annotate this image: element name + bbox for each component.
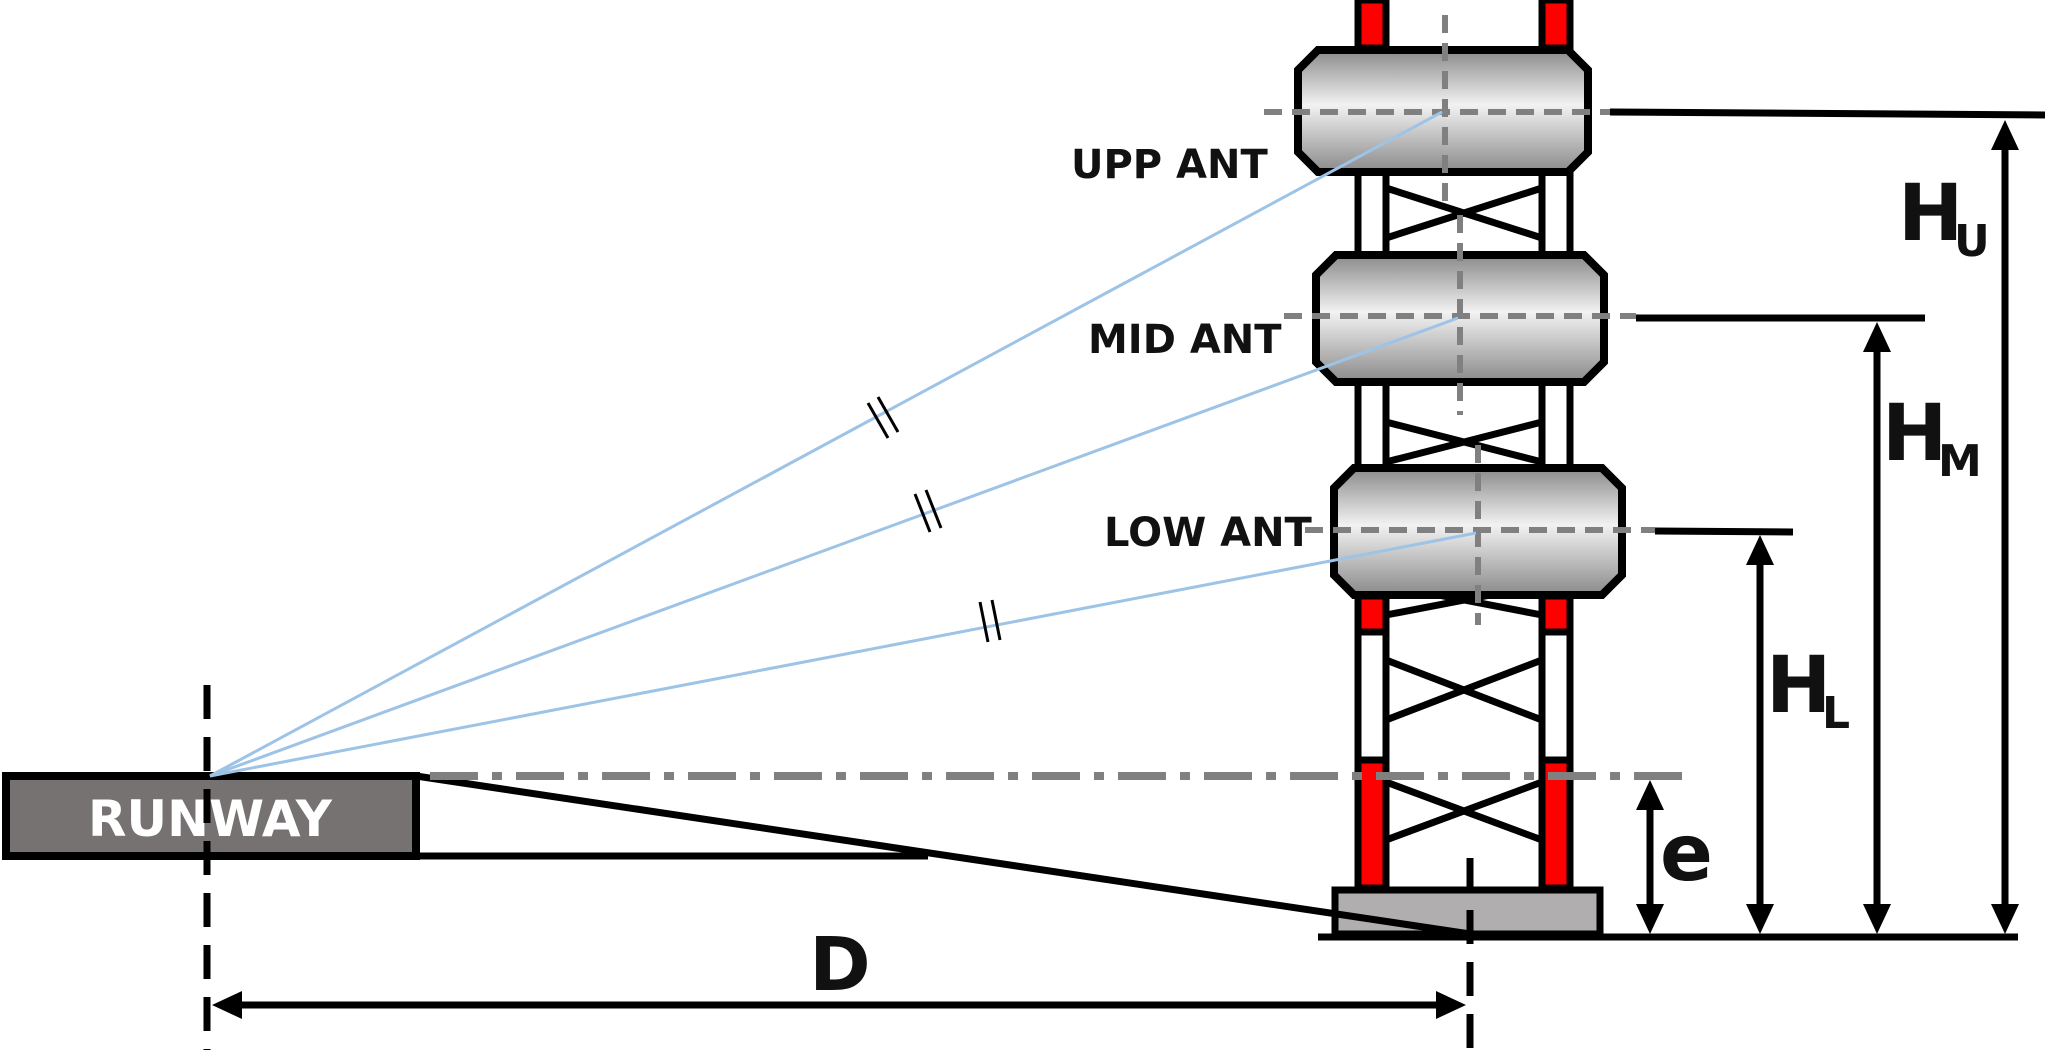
antenna-height-references: [1609, 108, 2046, 536]
signal-paths: [209, 110, 1477, 778]
signal-path-upper: [209, 110, 1443, 778]
distance-label: D: [809, 922, 870, 1008]
tower-right-leg-red-mid: [1538, 592, 1574, 636]
height-lower-label: H L: [1766, 641, 1850, 739]
height-upper-letter: H: [1898, 169, 1963, 259]
height-upper-subscript: U: [1954, 216, 1990, 267]
antenna-center-guides: [1264, 15, 1655, 625]
runway: [2, 772, 420, 860]
dimension-arrows: [212, 120, 2019, 1019]
height-lower-subscript: L: [1822, 688, 1850, 739]
height-middle-letter: H: [1882, 389, 1947, 479]
tower-left-leg-red-mid: [1354, 592, 1390, 636]
elevation-label: e: [1660, 809, 1713, 899]
height-lower-letter: H: [1766, 641, 1831, 731]
lower-antenna-label: LOW ANT: [1104, 510, 1313, 556]
equal-length-marks: [866, 396, 1002, 643]
height-middle-label: H M: [1882, 389, 1982, 487]
height-upper-label: H U: [1898, 169, 1990, 267]
tower-left-leg-red-top: [1354, 0, 1390, 52]
tower-bracing: [1384, 184, 1544, 844]
terrain-slope-line: [415, 772, 1471, 938]
height-middle-subscript: M: [1938, 436, 1982, 487]
middle-antenna-label: MID ANT: [1088, 317, 1282, 363]
tower-right-leg-red-top: [1538, 0, 1574, 52]
signal-path-middle: [209, 316, 1459, 778]
signal-path-lower: [209, 531, 1477, 778]
upper-antenna-label: UPP ANT: [1071, 142, 1268, 188]
